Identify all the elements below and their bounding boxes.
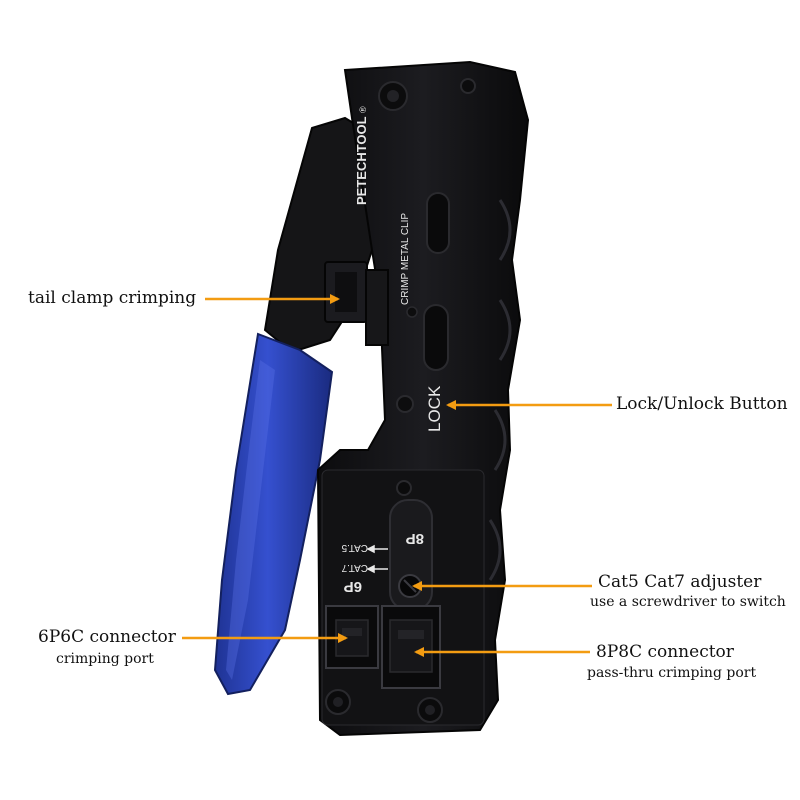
top-screw-right xyxy=(460,78,476,94)
brand-engraving: PETECHTOOL xyxy=(354,116,369,205)
callout-tail-clamp-title: tail clamp crimping xyxy=(28,288,197,308)
port-8p8c xyxy=(381,605,441,689)
port-6p-engraving: 6P xyxy=(344,578,362,595)
lock-pin xyxy=(396,395,414,413)
callout-cat-adjuster-subtitle: use a screwdriver to switch xyxy=(590,594,786,610)
bottom-screw-right xyxy=(417,697,443,723)
tail-clamp-jaw xyxy=(324,261,389,346)
cat-arrows xyxy=(366,544,388,574)
lock-engraving: LOCK xyxy=(425,385,444,432)
lock-unlock-button[interactable] xyxy=(423,304,449,371)
crimp-metal-clip-engraving: CRIMP METAL CLIP xyxy=(400,213,411,305)
bottom-screw-left xyxy=(325,689,351,715)
cat7-engraving: CAT.7 xyxy=(341,562,368,573)
port-8p-engraving: 8P xyxy=(406,530,424,547)
callout-lock-title: Lock/Unlock Button xyxy=(616,394,788,414)
blue-grip-handle xyxy=(213,332,334,696)
cat-adjuster[interactable] xyxy=(389,499,433,611)
callout-8p8c-title: 8P8C connector xyxy=(596,642,734,662)
small-pin xyxy=(406,306,418,318)
grip-ridges xyxy=(488,199,512,581)
callout-6p6c-title: 6P6C connector xyxy=(38,627,176,647)
callout-6p6c-subtitle: crimping port xyxy=(56,651,154,667)
cat5-engraving: CAT.5 xyxy=(341,542,368,553)
adjuster-top-screw xyxy=(396,480,412,496)
blue-grip-highlight xyxy=(226,360,275,680)
top-screw-left xyxy=(378,81,408,111)
upper-slot xyxy=(426,192,450,254)
callout-8p8c-subtitle: pass-thru crimping port xyxy=(587,665,757,681)
callout-cat-adjuster-title: Cat5 Cat7 adjuster xyxy=(598,572,762,592)
brand-mark-engraving: ® xyxy=(358,106,368,113)
